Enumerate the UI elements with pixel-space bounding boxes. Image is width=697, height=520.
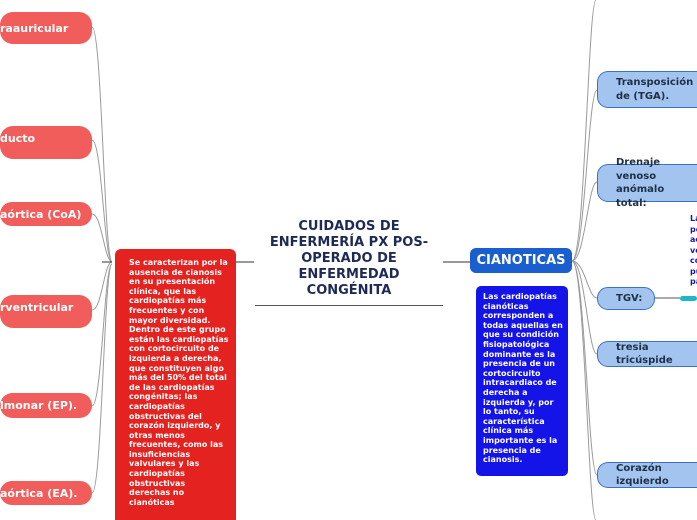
tgv-detail-text: La po ac ve co pu pa — [690, 214, 697, 286]
right-node-corazon[interactable]: Corazón izquierdo — [597, 462, 697, 488]
left-node-1[interactable]: raauricular — [0, 12, 92, 44]
right-node-drenaje-label: Drenaje venoso anómalo total: — [616, 157, 665, 209]
right-node-tga-label: Transposición de (TGA). — [616, 77, 694, 102]
left-node-3-label: aórtica (CoA) — [0, 207, 82, 221]
right-node-tga[interactable]: Transposición de (TGA). — [597, 71, 697, 108]
central-topic-underline — [255, 305, 443, 306]
left-node-4-label: rventricular — [0, 301, 74, 314]
central-topic[interactable]: CUIDADOS DE ENFERMERÍA PX POS-OPERADO DE… — [256, 219, 442, 299]
right-node-tgv-label: TGV: — [616, 292, 643, 304]
cianoticas-label: CIANOTICAS — [476, 253, 566, 268]
tgv-detail-connector — [680, 296, 697, 301]
cyanotic-description-text: Las cardiopatías cianóticas corresponden… — [483, 292, 563, 465]
left-node-6-label: aórtica (EA). — [0, 486, 78, 500]
right-node-tgv[interactable]: TGV: — [597, 287, 655, 310]
left-node-2[interactable]: ducto — [0, 126, 92, 159]
non-cyanotic-description[interactable]: Se caracterizan por la ausencia de ciano… — [115, 249, 236, 520]
cyanotic-description[interactable]: Las cardiopatías cianóticas corresponden… — [476, 286, 568, 476]
left-node-1-label: raauricular — [0, 21, 69, 35]
left-node-2-label: ducto — [0, 132, 36, 145]
left-node-5[interactable]: lmonar (EP). — [0, 393, 92, 418]
left-node-4[interactable]: rventricular — [0, 295, 92, 328]
cianoticas-node[interactable]: CIANOTICAS — [470, 248, 572, 273]
left-node-6[interactable]: aórtica (EA). — [0, 481, 92, 505]
left-node-3[interactable]: aórtica (CoA) — [0, 202, 92, 226]
left-node-5-label: lmonar (EP). — [0, 399, 78, 412]
right-node-drenaje[interactable]: Drenaje venoso anómalo total: — [597, 157, 697, 209]
right-node-atresia[interactable]: tresia tricúspide — [597, 341, 697, 367]
non-cyanotic-description-text: Se caracterizan por la ausencia de ciano… — [129, 258, 229, 507]
central-topic-text: CUIDADOS DE ENFERMERÍA PX POS-OPERADO DE… — [269, 219, 429, 298]
right-node-corazon-label: Corazón izquierdo — [616, 462, 669, 488]
right-node-atresia-label: tresia tricúspide — [616, 341, 673, 367]
